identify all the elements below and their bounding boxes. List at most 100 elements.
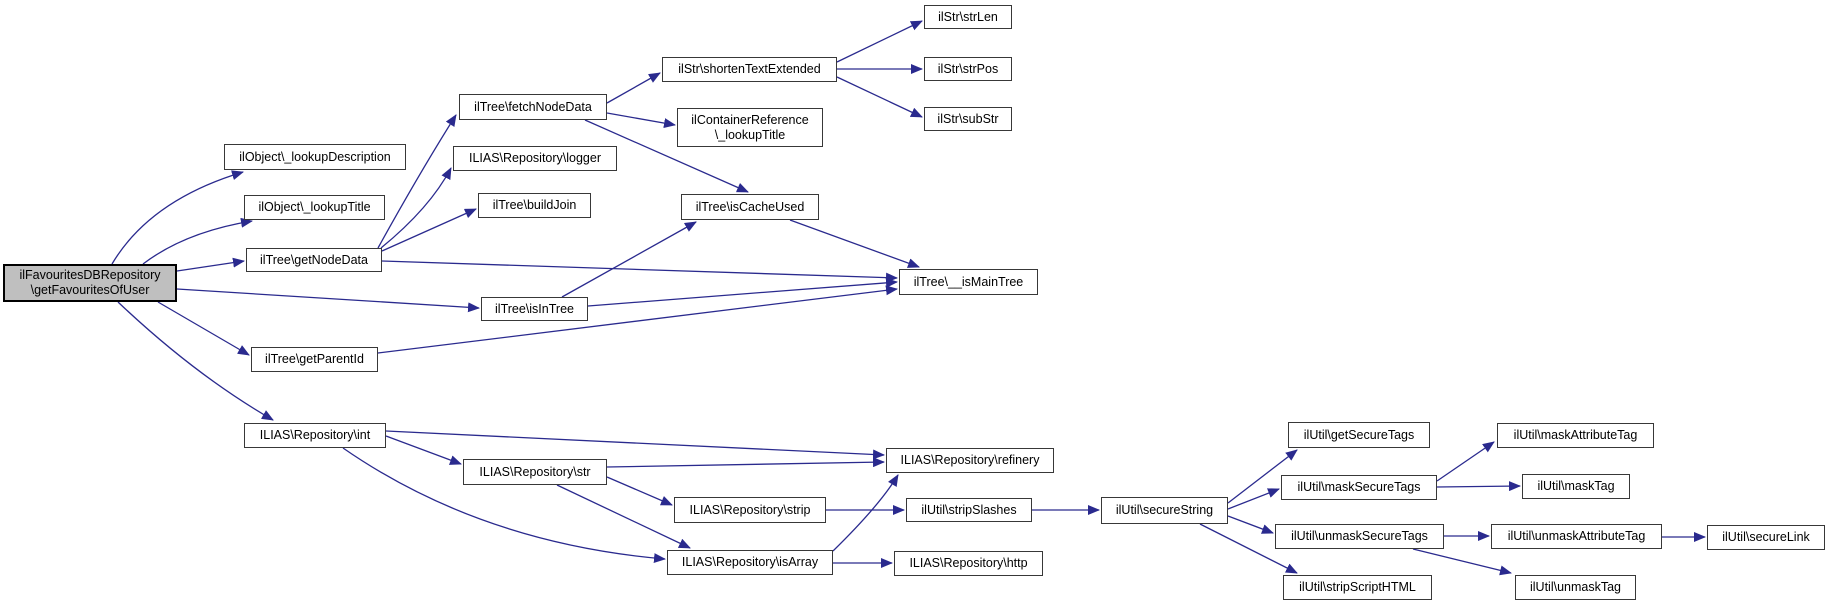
edge-str-to-isArray [556, 484, 691, 549]
graph-node-maskSecureTags[interactable]: ilUtil\maskSecureTags [1281, 475, 1437, 500]
edge-isInTree-to-isMainTree [587, 277, 898, 307]
edge-fetchNodeData-to-shortenTextExtended [606, 72, 661, 104]
edge-isInTree-to-isCacheUsed [561, 221, 697, 298]
graph-node-label: ilUtil\stripSlashes [921, 502, 1017, 517]
graph-node-label: ilTree\getNodeData [260, 252, 368, 267]
graph-node-maskAttributeTag[interactable]: ilUtil\maskAttributeTag [1497, 423, 1654, 448]
graph-node-label: ilUtil\stripScriptHTML [1299, 580, 1416, 595]
graph-node-buildJoin[interactable]: ilTree\buildJoin [478, 193, 591, 218]
graph-node-label: ILIAS\Repository\strip [689, 502, 811, 517]
graph-node-strPos[interactable]: ilStr\strPos [924, 57, 1012, 81]
edge-shortenTextExtended-to-subStr [836, 76, 923, 118]
graph-node-label: \_lookupTitle [714, 127, 786, 142]
graph-node-maskTag[interactable]: ilUtil\maskTag [1522, 474, 1630, 499]
graph-node-label: ilTree\isCacheUsed [695, 199, 805, 214]
graph-node-label: ilTree\fetchNodeData [474, 99, 592, 114]
edge-isArray-to-refinery [832, 474, 899, 552]
edge-isCacheUsed-to-isMainTree [789, 219, 920, 268]
edge-shortenTextExtended-to-strLen [836, 20, 923, 63]
graph-node-label: ilObject\_lookupTitle [258, 200, 371, 215]
graph-node-label: ILIAS\Repository\isArray [681, 555, 819, 570]
graph-node-getParentId[interactable]: ilTree\getParentId [251, 347, 378, 372]
graph-node-label: ilUtil\unmaskAttributeTag [1507, 529, 1646, 544]
edge-fetchNodeData-to-containerRefLookupTitle [606, 112, 676, 129]
graph-node-label: ilUtil\maskTag [1537, 479, 1615, 494]
graph-node-stripSlashes[interactable]: ilUtil\stripSlashes [906, 498, 1032, 522]
graph-node-label: ilStr\strPos [937, 61, 999, 76]
graph-node-isArray[interactable]: ILIAS\Repository\isArray [667, 550, 833, 575]
graph-node-isInTree[interactable]: ilTree\isInTree [481, 297, 588, 321]
graph-node-label: \getFavouritesOfUser [30, 283, 150, 297]
graph-node-label: ilTree\isInTree [495, 301, 574, 316]
edge-getFavouritesOfUser-to-getParentId [157, 301, 250, 356]
graph-node-unmaskAttributeTag[interactable]: ilUtil\unmaskAttributeTag [1491, 524, 1662, 549]
edge-unmaskSecureTags-to-unmaskTag [1412, 548, 1512, 576]
graph-node-label: ilObject\_lookupDescription [239, 149, 391, 164]
edge-getNodeData-to-isMainTree [381, 260, 898, 283]
graph-node-label: ILIAS\Repository\str [479, 464, 591, 479]
graph-node-label: ilStr\strLen [938, 9, 998, 24]
edge-getNodeData-to-buildJoin [381, 208, 477, 252]
graph-node-str[interactable]: ILIAS\Repository\str [463, 459, 607, 485]
graph-node-label: ilUtil\maskAttributeTag [1513, 428, 1638, 443]
graph-node-containerRefLookupTitle[interactable]: ilContainerReference\_lookupTitle [677, 108, 823, 147]
edge-getFavouritesOfUser-to-getNodeData [176, 257, 245, 272]
graph-node-stripScriptHTML[interactable]: ilUtil\stripScriptHTML [1283, 575, 1432, 600]
graph-node-strip[interactable]: ILIAS\Repository\strip [674, 497, 826, 523]
graph-node-label: ilTree\__isMainTree [913, 274, 1024, 289]
edge-maskSecureTags-to-maskTag [1436, 481, 1521, 492]
edge-secureString-to-getSecureTags [1227, 449, 1298, 504]
graph-node-lookupTitle[interactable]: ilObject\_lookupTitle [244, 195, 385, 220]
graph-node-getNodeData[interactable]: ilTree\getNodeData [246, 248, 382, 272]
graph-node-label: ilUtil\secureLink [1722, 530, 1810, 545]
edge-getParentId-to-isMainTree [377, 285, 898, 354]
graph-node-fetchNodeData[interactable]: ilTree\fetchNodeData [459, 94, 607, 120]
edge-getFavouritesOfUser-to-lookupDescription [111, 170, 244, 265]
edge-maskSecureTags-to-maskAttributeTag [1436, 441, 1495, 482]
graph-node-secureString[interactable]: ilUtil\secureString [1101, 497, 1228, 524]
edge-str-to-refinery [606, 457, 885, 468]
graph-node-label: ilTree\getParentId [265, 352, 364, 367]
graph-node-label: ilStr\subStr [937, 111, 999, 126]
graph-node-unmaskTag[interactable]: ilUtil\unmaskTag [1515, 575, 1636, 600]
graph-node-label: ilFavouritesDBRepository [19, 268, 161, 283]
edge-fetchNodeData-to-isCacheUsed [584, 119, 749, 193]
graph-node-label: ILIAS\Repository\logger [468, 151, 601, 166]
graph-node-getSecureTags[interactable]: ilUtil\getSecureTags [1288, 422, 1430, 448]
graph-node-refinery[interactable]: ILIAS\Repository\refinery [886, 448, 1054, 473]
graph-node-label: ilUtil\unmaskTag [1529, 580, 1621, 595]
graph-node-unmaskSecureTags[interactable]: ilUtil\unmaskSecureTags [1275, 524, 1444, 549]
graph-node-label: ILIAS\Repository\http [909, 556, 1028, 571]
edge-int-to-isArray [342, 447, 666, 564]
graph-node-label: ilTree\buildJoin [492, 198, 577, 213]
edge-secureString-to-stripScriptHTML [1199, 523, 1298, 574]
graph-node-label: ILIAS\Repository\refinery [900, 453, 1040, 468]
graph-node-logger[interactable]: ILIAS\Repository\logger [453, 146, 617, 171]
edge-str-to-strip [606, 476, 673, 506]
graph-node-shortenTextExtended[interactable]: ilStr\shortenTextExtended [662, 57, 837, 82]
edge-secureString-to-maskSecureTags [1227, 488, 1280, 510]
graph-node-label: ilContainerReference [691, 112, 809, 127]
edge-getFavouritesOfUser-to-lookupTitle [142, 217, 253, 265]
graph-node-getFavouritesOfUser[interactable]: ilFavouritesDBRepository\getFavouritesOf… [3, 264, 177, 302]
graph-node-label: ilUtil\maskSecureTags [1297, 480, 1421, 495]
edge-getFavouritesOfUser-to-isInTree [176, 288, 480, 313]
graph-node-label: ILIAS\Repository\int [259, 428, 371, 443]
graph-node-http[interactable]: ILIAS\Repository\http [894, 551, 1043, 576]
graph-node-isCacheUsed[interactable]: ilTree\isCacheUsed [681, 194, 819, 220]
graph-node-label: ilStr\shortenTextExtended [678, 62, 821, 77]
graph-node-isMainTree[interactable]: ilTree\__isMainTree [899, 269, 1038, 295]
graph-node-secureLink[interactable]: ilUtil\secureLink [1707, 525, 1825, 550]
graph-node-strLen[interactable]: ilStr\strLen [924, 5, 1012, 29]
graph-node-lookupDescription[interactable]: ilObject\_lookupDescription [224, 144, 406, 170]
graph-node-subStr[interactable]: ilStr\subStr [924, 107, 1012, 131]
edge-getNodeData-to-logger [380, 167, 452, 249]
graph-node-int[interactable]: ILIAS\Repository\int [244, 423, 386, 448]
edge-int-to-str [385, 435, 462, 465]
edge-getFavouritesOfUser-to-int [117, 301, 274, 421]
edge-secureString-to-unmaskSecureTags [1227, 515, 1274, 534]
graph-node-label: ilUtil\unmaskSecureTags [1291, 529, 1428, 544]
edge-int-to-refinery [385, 430, 885, 460]
